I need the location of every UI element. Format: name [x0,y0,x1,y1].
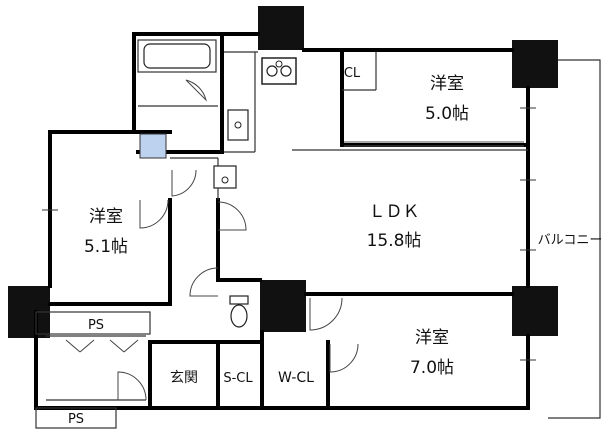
sliding-closet-doors [344,141,524,147]
sink-icon [227,109,249,141]
stove-icon [261,57,297,85]
bedroom-left-door [139,199,169,229]
column-upper-right [512,40,558,88]
balcony-outline [548,59,601,419]
room-label-closet: CL [344,66,361,81]
room-size-western-5-0: 5.0帖 [425,104,469,124]
storage-bifold-doors [65,339,139,353]
windows [42,107,536,361]
walls [34,32,530,410]
room-label-ldk: ＬＤＫ [369,202,420,222]
entrance-door [117,371,147,401]
room-size-ldk: 15.8帖 [367,231,422,251]
column-top [258,6,304,50]
column-lower-right [512,286,558,336]
room-label-pipe-space-lower: PS [68,412,84,427]
room-label-pipe-space-upper: PS [88,318,104,333]
pipe-space-upper-box [35,311,151,335]
room-label-western-7-0: 洋室 [415,328,449,348]
pipe-space-lower-box [35,407,117,429]
closet-left-door [171,169,197,197]
room-label-walk-in-closet: W-CL [278,370,314,386]
wcl-door [329,343,359,373]
room-label-western-5-0: 洋室 [430,74,464,94]
room-label-entrance: 玄関 [170,369,198,386]
room-size-western-5-1: 5.1帖 [84,237,128,257]
bath-door [185,79,207,102]
room-size-western-7-0: 7.0帖 [410,358,454,378]
toilet-door [189,267,219,297]
bathtub-icon [143,43,211,69]
structural-columns [8,6,558,338]
toilet-icon [229,295,249,328]
room-label-western-5-1: 洋室 [89,207,123,227]
column-center [260,280,306,332]
room-label-balcony: バルコニー [538,233,603,248]
bedroom7-door [309,297,343,331]
washing-machine-icon [139,133,167,159]
room-label-shoe-closet: S-CL [223,371,253,386]
bathtub-outline [137,39,217,73]
hall-door-right [217,201,247,231]
washbasin-icon [213,165,237,189]
doors [65,79,359,401]
balcony [548,59,601,419]
